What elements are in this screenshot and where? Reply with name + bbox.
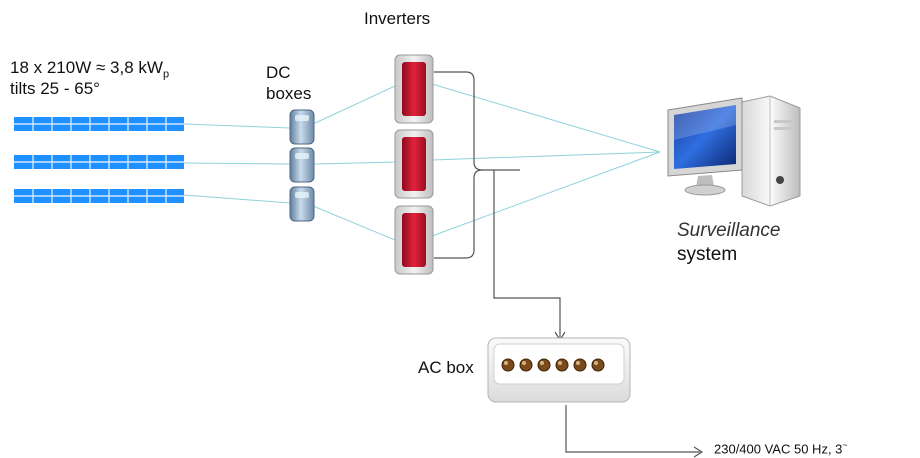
- inverter-1: [394, 54, 434, 124]
- dc-box-2: [289, 147, 315, 183]
- ac-box-terminals: [501, 358, 605, 372]
- solar-panel-string-1: [14, 117, 184, 131]
- inverter-3: [394, 205, 434, 275]
- surveillance-label-line1: Surveillance: [677, 220, 781, 241]
- array-spec-text: 18 x 210W ≈ 3,8 kW: [10, 58, 163, 77]
- ac-box-label: AC box: [418, 358, 474, 377]
- dc-boxes-label-line2: boxes: [266, 84, 312, 103]
- array-spec-subscript: p: [162, 68, 170, 81]
- grid-output-text: 230/400 VAC 50 Hz, 3: [714, 441, 843, 457]
- panel-to-dcbox-links: [183, 123, 291, 204]
- dc-boxes-label-line1: DC: [266, 63, 291, 82]
- array-spec-label: 18 x 210W ≈ 3,8 kWp: [10, 58, 169, 80]
- tilt-label: tilts 25 - 65°: [10, 79, 100, 98]
- solar-panel-string-2: [14, 155, 184, 169]
- inverter-2: [394, 129, 434, 199]
- inverters-label: Inverters: [364, 9, 431, 28]
- surveillance-label-line2: system: [677, 244, 738, 265]
- inverter-to-surveillance-links: [431, 83, 661, 237]
- grid-output-superscript: ~: [842, 440, 848, 450]
- solar-panel-string-3: [14, 189, 184, 203]
- ac-box: [487, 337, 631, 403]
- grid-output-label: 230/400 VAC 50 Hz, 3~: [714, 440, 848, 456]
- dc-box-1: [289, 109, 315, 145]
- dc-box-3: [289, 186, 315, 222]
- dcbox-to-inverter-links: [312, 85, 396, 241]
- computer-icon: [667, 95, 801, 207]
